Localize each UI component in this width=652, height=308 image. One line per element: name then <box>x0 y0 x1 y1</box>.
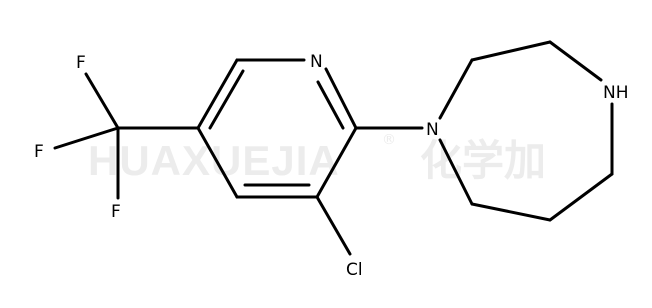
bond-c5-c6 <box>196 58 239 130</box>
atom-fluorine-bottom: F <box>111 202 121 222</box>
bond-ce-n1 <box>438 138 474 206</box>
diazepane-ring <box>438 40 614 222</box>
bond-cd-ce <box>470 202 552 222</box>
atom-diazepane-nh: NH <box>603 83 629 103</box>
watermark-latin: HUAXUEJIA <box>88 137 340 184</box>
bond-c4-c5 <box>196 126 239 199</box>
watermark-registered: ® <box>382 132 396 148</box>
bond-c3-cl <box>315 195 352 256</box>
bond-cb-nh <box>548 40 603 82</box>
bond-n1-c2-double <box>316 80 345 130</box>
watermark-chinese: 化学加 <box>420 136 546 185</box>
bond-cf-top <box>84 72 120 130</box>
bond-c2-c3 <box>315 126 358 199</box>
bond-cf-left <box>53 126 120 150</box>
atom-fluorine-top: F <box>76 53 86 73</box>
pyridine-ring <box>196 58 358 199</box>
atom-diazepane-nitrogen: N <box>426 120 439 140</box>
watermark: HUAXUEJIA ® 化学加 <box>88 132 546 185</box>
bond-cc-cd <box>548 172 614 222</box>
bond-n1-ca <box>438 58 474 120</box>
atom-pyridine-nitrogen: N <box>310 52 323 72</box>
trifluoromethyl-group <box>53 72 200 200</box>
atom-fluorine-left: F <box>34 142 44 162</box>
bond-c5-c6-double <box>208 69 245 130</box>
atom-chlorine: Cl <box>346 260 363 280</box>
bond-n1-c2 <box>324 67 358 130</box>
bond-ca-cb <box>470 40 552 62</box>
